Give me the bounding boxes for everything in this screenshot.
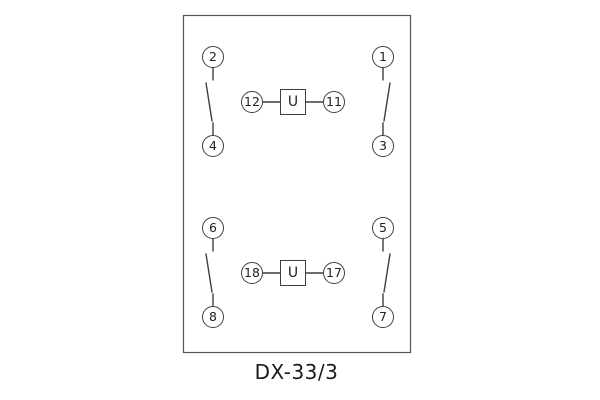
terminal-12: 12 <box>241 91 263 113</box>
terminal-18: 18 <box>241 262 263 284</box>
terminal-6: 6 <box>202 217 224 239</box>
contact-blade <box>205 253 213 293</box>
contact-blade <box>205 82 213 122</box>
terminal-17: 17 <box>323 262 345 284</box>
terminal-4: 4 <box>202 135 224 157</box>
model-label: DX-33/3 <box>254 360 339 384</box>
panel-border <box>182 14 412 354</box>
contact-blade <box>383 253 391 293</box>
terminal-3: 3 <box>372 135 394 157</box>
terminal-1: 1 <box>372 46 394 68</box>
terminal-5: 5 <box>372 217 394 239</box>
terminal-8: 8 <box>202 306 224 328</box>
terminal-7: 7 <box>372 306 394 328</box>
terminal-11: 11 <box>323 91 345 113</box>
coil-box-top: U <box>280 89 306 115</box>
coil-box-bottom: U <box>280 260 306 286</box>
terminal-2: 2 <box>202 46 224 68</box>
contact-blade <box>383 82 391 122</box>
